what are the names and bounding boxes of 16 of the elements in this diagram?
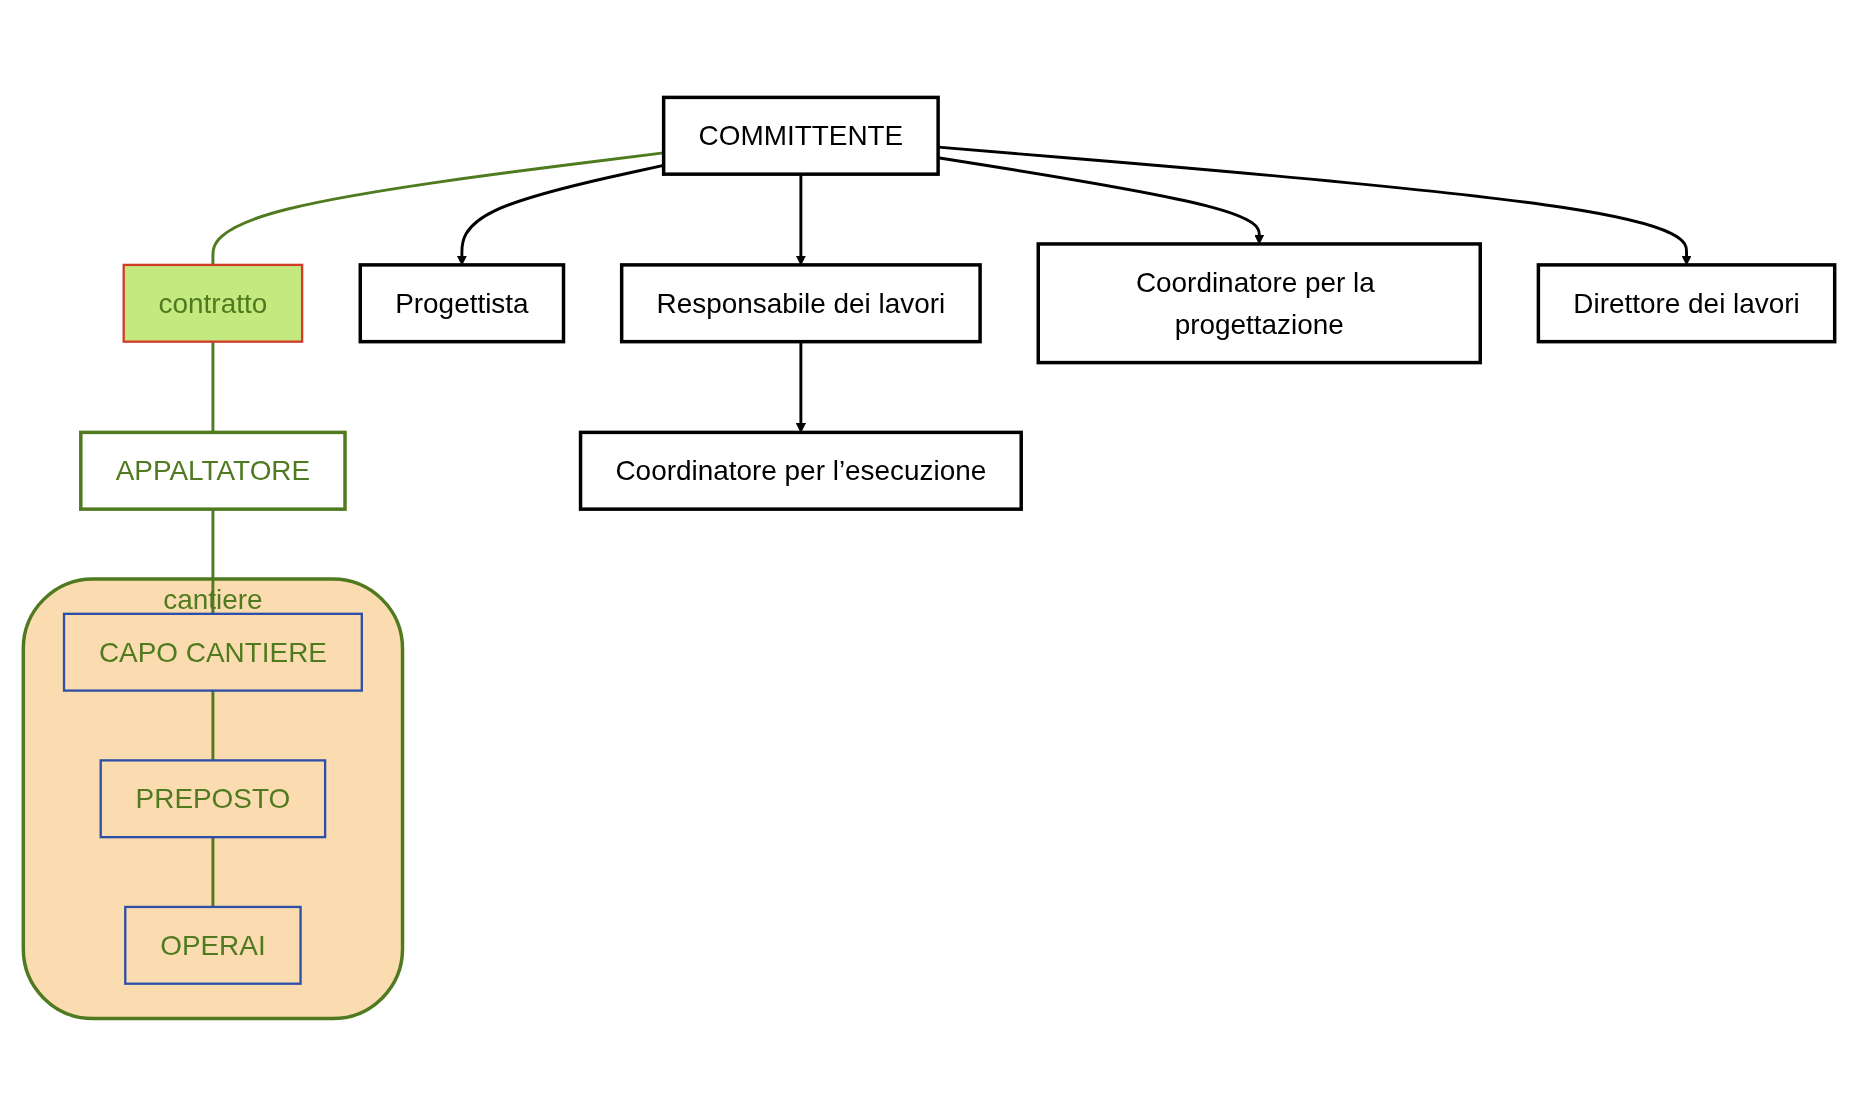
node-box: OPERAI: [124, 905, 302, 985]
connector: [211, 836, 215, 907]
node-box: APPALTATORE: [79, 430, 347, 511]
node-box: Coordinatore per la progettazione: [1036, 241, 1482, 364]
node-box: contratto: [122, 263, 304, 343]
arrow: [795, 173, 806, 265]
node-box: Direttore dei lavori: [1536, 262, 1837, 343]
node-box: CAPO CANTIERE: [62, 612, 363, 692]
connector: [211, 690, 215, 760]
node-box: Coordinatore per l’esecuzione: [578, 430, 1023, 511]
node-box: Progettista: [358, 262, 566, 343]
connector: [211, 508, 215, 614]
connector: [211, 341, 215, 432]
node-box: COMMITTENTE: [661, 95, 940, 176]
node-box: PREPOSTO: [99, 758, 327, 838]
node-box: Responsabile dei lavori: [619, 262, 982, 343]
